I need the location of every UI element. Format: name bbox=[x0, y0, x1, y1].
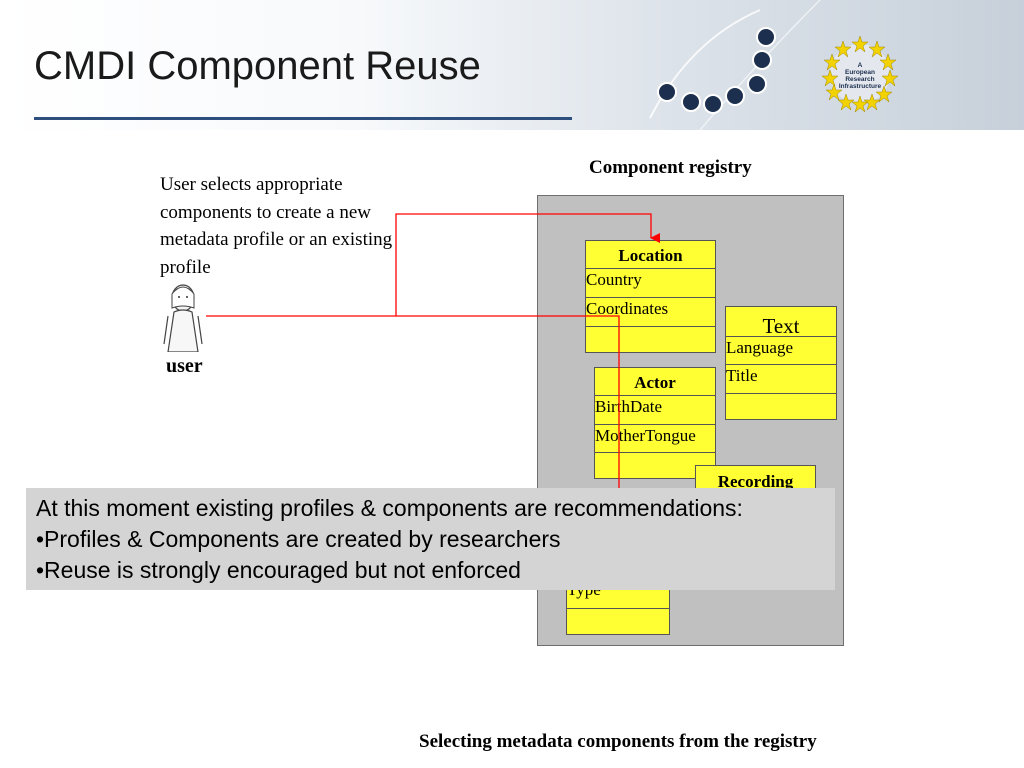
logo-text: Infrastructure bbox=[839, 83, 882, 90]
component-text[interactable]: Text Language Title bbox=[725, 306, 837, 420]
selection-line bbox=[396, 315, 620, 500]
component-field: Language bbox=[726, 336, 836, 364]
star-icon bbox=[881, 69, 899, 87]
network-node bbox=[725, 86, 745, 106]
component-field-empty bbox=[567, 608, 669, 635]
diagram-caption: Selecting metadata components from the r… bbox=[419, 731, 817, 752]
star-icon bbox=[879, 53, 897, 71]
component-title: Recording bbox=[717, 472, 794, 491]
recommendation-note: At this moment existing profiles & compo… bbox=[26, 488, 835, 590]
registry-title: Component registry bbox=[589, 157, 752, 178]
network-node bbox=[747, 74, 767, 94]
star-icon bbox=[851, 35, 869, 53]
component-title: Text bbox=[762, 314, 800, 338]
star-icon bbox=[825, 83, 843, 101]
network-node bbox=[756, 27, 776, 47]
component-field-empty bbox=[586, 326, 715, 353]
component-field: BirthDate bbox=[595, 395, 715, 424]
network-node bbox=[703, 94, 723, 114]
star-icon bbox=[823, 53, 841, 71]
component-field-empty bbox=[726, 393, 836, 420]
star-icon bbox=[851, 95, 869, 113]
logo-text: European bbox=[845, 69, 875, 76]
user-label: user bbox=[166, 355, 203, 377]
title-underline bbox=[34, 117, 572, 120]
component-field: Country bbox=[586, 268, 715, 297]
component-title: Actor bbox=[634, 373, 676, 392]
note-line: •Profiles & Components are created by re… bbox=[36, 526, 561, 552]
slide-title: CMDI Component Reuse bbox=[34, 44, 481, 88]
note-line: •Reuse is strongly encouraged but not en… bbox=[36, 557, 521, 583]
component-location[interactable]: Location Country Coordinates bbox=[585, 240, 716, 353]
component-title: Location bbox=[618, 246, 683, 265]
logo-text: Research bbox=[845, 76, 874, 83]
network-node bbox=[681, 92, 701, 112]
star-icon bbox=[834, 40, 852, 58]
star-icon bbox=[868, 40, 886, 58]
component-field: Coordinates bbox=[586, 297, 715, 326]
network-map-decoration bbox=[649, 0, 821, 130]
component-field-empty bbox=[595, 452, 715, 479]
selection-arrow bbox=[206, 213, 660, 317]
note-line: At this moment existing profiles & compo… bbox=[36, 495, 743, 521]
component-field: MotherTongue bbox=[595, 424, 715, 452]
network-node bbox=[657, 82, 677, 102]
logo-text: A bbox=[858, 62, 863, 69]
star-icon bbox=[875, 85, 893, 103]
component-actor[interactable]: Actor BirthDate MotherTongue bbox=[594, 367, 716, 479]
star-icon bbox=[837, 93, 855, 111]
user-description: User selects appropriate components to c… bbox=[160, 174, 393, 278]
network-node bbox=[752, 50, 772, 70]
star-icon bbox=[863, 93, 881, 111]
star-icon bbox=[821, 69, 839, 87]
component-field: Title bbox=[726, 364, 836, 393]
eri-logo: A European Research Infrastructure bbox=[821, 35, 899, 113]
user-figure-icon bbox=[163, 284, 203, 352]
